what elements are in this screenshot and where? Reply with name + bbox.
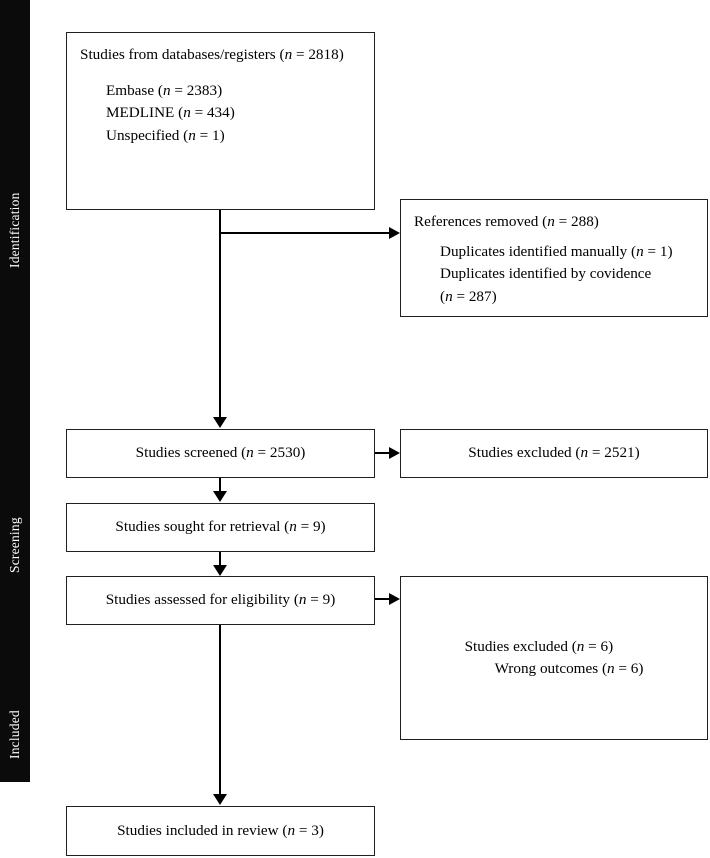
node-references-removed-title: References removed (n = 288) — [414, 213, 599, 230]
connector-screened-to-sought-vertical — [219, 478, 222, 492]
node-databases-source-medline: MEDLINE (n = 434) — [106, 104, 235, 122]
connector-arrow-databases-to-references — [389, 226, 400, 239]
italic-n: n — [284, 46, 293, 63]
node-studies-excluded-eligibility-label: Studies excluded (n = 6) — [464, 637, 614, 655]
node-studies-included-in-review: Studies included in review (n = 3) — [66, 806, 375, 856]
node-studies-screened-label: Studies screened (n = 2530) — [135, 444, 306, 462]
connector-databases-to-references-horizontal — [219, 232, 389, 235]
node-studies-included-label: Studies included in review (n = 3) — [117, 821, 324, 839]
connector-arrow-sought-to-assessed — [213, 565, 227, 576]
node-studies-sought-for-retrieval: Studies sought for retrieval (n = 9) — [66, 503, 375, 552]
italic-n: n — [188, 126, 196, 144]
stage-label-included: Included — [7, 710, 22, 760]
italic-n: n — [636, 243, 644, 261]
node-studies-assessed-for-eligibility: Studies assessed for eligibility (n = 9) — [66, 576, 375, 625]
connector-arrow-databases-to-screened — [213, 417, 227, 428]
italic-n: n — [547, 213, 555, 230]
node-studies-from-databases: Studies from databases/registers (n = 28… — [66, 32, 375, 210]
node-studies-excluded-screening: Studies excluded (n = 2521) — [400, 429, 708, 478]
node-studies-excluded-eligibility-stack: Studies excluded (n = 6) Wrong outcomes … — [465, 636, 644, 680]
spacer — [414, 233, 694, 241]
italic-n: n — [298, 591, 307, 609]
node-references-removed: References removed (n = 288) Duplicates … — [400, 199, 708, 317]
connector-sought-to-assessed-vertical — [219, 552, 222, 566]
italic-n: n — [580, 444, 589, 462]
stage-label-screening: Screening — [7, 517, 22, 573]
node-studies-assessed-label: Studies assessed for eligibility (n = 9) — [105, 591, 336, 609]
connector-arrow-screened-to-excluded — [389, 446, 400, 459]
connector-arrow-assessed-to-included — [213, 794, 227, 805]
node-references-removed-detail-manual: Duplicates identified manually (n = 1) — [440, 243, 673, 261]
italic-n: n — [289, 518, 297, 536]
node-references-removed-detail-covidence-count: (n = 287) — [440, 287, 497, 305]
stage-bar-background — [0, 0, 30, 782]
node-studies-screened: Studies screened (n = 2530) — [66, 429, 375, 478]
connector-screened-to-excluded-horizontal — [375, 452, 389, 455]
node-databases-title: Studies from databases/registers (n = 28… — [80, 46, 344, 63]
italic-n: n — [607, 660, 615, 677]
italic-n: n — [287, 821, 296, 839]
connector-databases-to-screened-vertical — [219, 210, 222, 418]
spacer — [80, 66, 361, 80]
node-studies-excluded-eligibility: Studies excluded (n = 6) Wrong outcomes … — [400, 576, 708, 740]
connector-arrow-screened-to-sought — [213, 491, 227, 502]
node-references-removed-detail-covidence: Duplicates identified by covidence — [440, 265, 652, 283]
node-studies-sought-label: Studies sought for retrieval (n = 9) — [115, 518, 326, 536]
italic-n: n — [162, 82, 171, 100]
stage-label-identification: Identification — [7, 192, 22, 268]
node-databases-source-embase: Embase (n = 2383) — [106, 82, 223, 100]
node-databases-source-unspecified: Unspecified (n = 1) — [106, 126, 225, 144]
italic-n: n — [183, 104, 191, 122]
connector-arrow-assessed-to-excluded — [389, 592, 400, 605]
node-studies-excluded-screening-label: Studies excluded (n = 2521) — [468, 444, 640, 462]
italic-n: n — [445, 287, 453, 305]
node-studies-excluded-reason-label: Wrong outcomes (n = 6) — [494, 660, 644, 677]
connector-assessed-to-excluded-horizontal — [375, 598, 389, 601]
connector-assessed-to-included-vertical — [219, 625, 222, 795]
italic-n: n — [246, 444, 254, 462]
italic-n: n — [576, 637, 585, 655]
